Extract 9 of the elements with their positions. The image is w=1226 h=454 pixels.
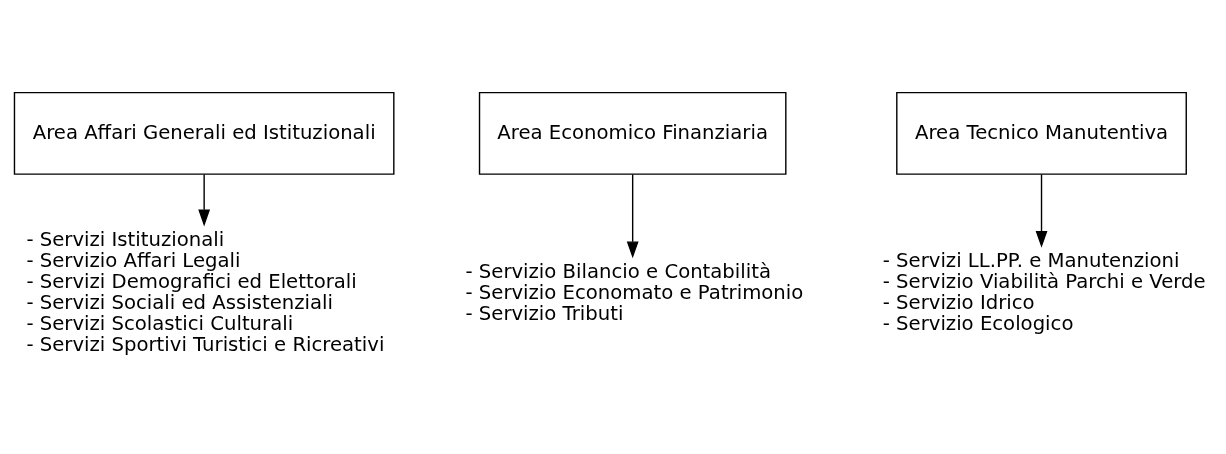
arrow bbox=[626, 173, 639, 258]
arrow bbox=[1035, 173, 1048, 248]
node-box: Area Affari Generali ed Istituzionali bbox=[13, 91, 395, 175]
node-text: - Servizi Istituzionali - Servizio Affari Legali - Servizi Demografici ed Elettorali - Servizi Sociali ed Assistenziali - Servizi Scolastici Culturali - Servizi Sportivi Turistici e Ricreativi bbox=[26, 227, 385, 356]
node-text: - Servizi LL.PP. e Manutenzioni - Servizio Viabilità Parchi e Verde - Servizio Idrico - Servizio Ecologico bbox=[882, 248, 1206, 335]
node-text: - Servizio Bilancio e Contabilità - Servizio Economato e Patrimonio - Servizio Tributi bbox=[465, 259, 804, 325]
arrow bbox=[198, 173, 211, 226]
node-box: Area Economico Finanziaria bbox=[478, 91, 787, 175]
node-box: Area Tecnico Manutentiva bbox=[896, 91, 1187, 175]
